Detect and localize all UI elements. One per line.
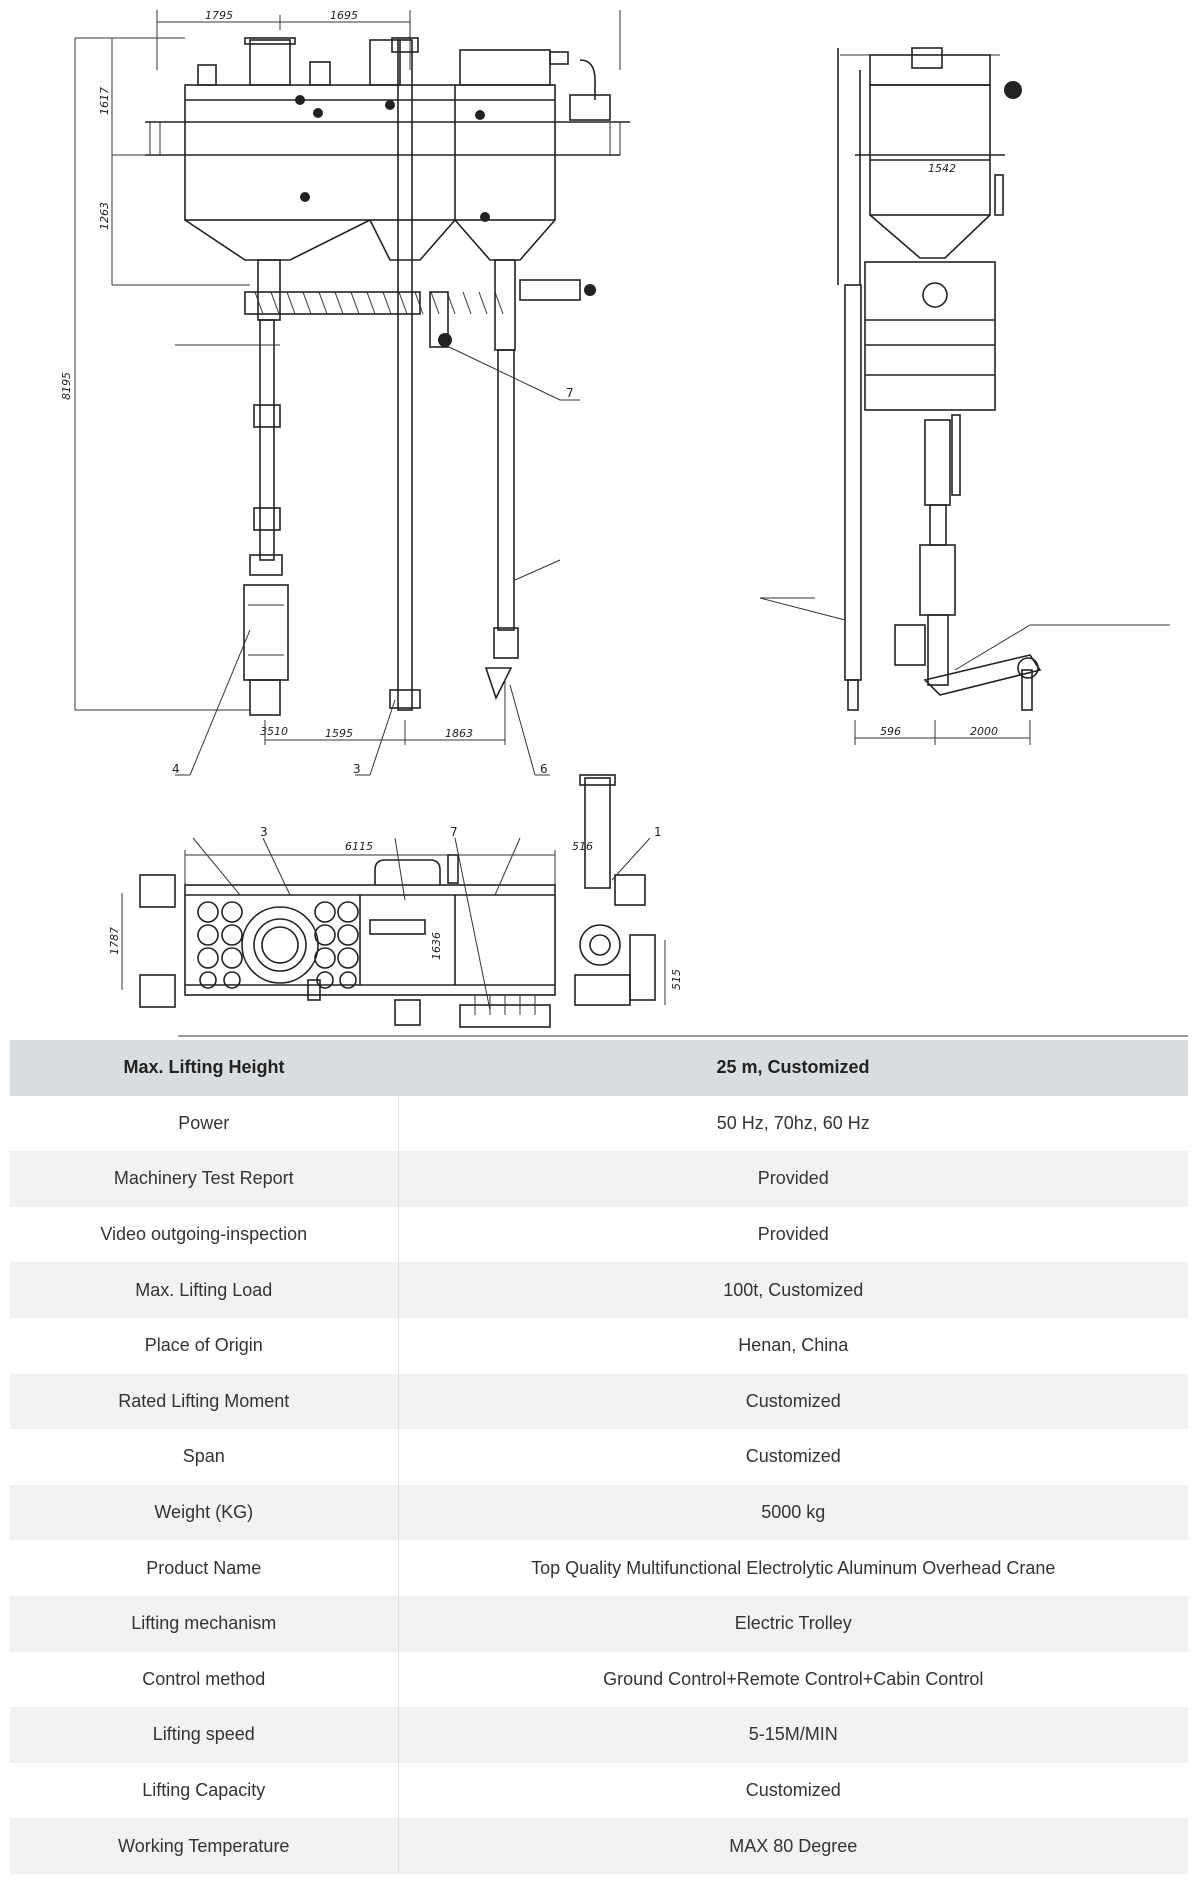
- row-label: Product Name: [10, 1540, 399, 1596]
- table-row: Span Customized: [10, 1429, 1188, 1485]
- row-label: Control method: [10, 1651, 399, 1708]
- drawing-svg: 1795 1695 8195 1263 1617: [60, 9, 1188, 1037]
- row-value: 5-15M/MIN: [398, 1707, 1188, 1763]
- row-label: Working Temperature: [10, 1818, 399, 1874]
- callout-number: 3: [260, 825, 268, 839]
- dim-label: 1795: [205, 9, 233, 22]
- row-value: Ground Control+Remote Control+Cabin Cont…: [603, 1668, 984, 1689]
- callout-number: 4: [172, 762, 180, 776]
- row-label: Span: [10, 1429, 399, 1485]
- row-label: Power: [10, 1095, 399, 1152]
- side-elevation: 596 2000 1542: [759, 47, 1170, 745]
- dim-label: 6115: [345, 840, 373, 853]
- table-row: Lifting Capacity Customized: [10, 1762, 1188, 1819]
- table-row: Weight (KG) 5000 kg: [10, 1484, 1188, 1541]
- callout-number: 3: [353, 762, 361, 776]
- table-row: Product Name Top Quality Multifunctional…: [10, 1540, 1188, 1596]
- dim-label: 3510: [260, 725, 288, 738]
- specification-table: Max. Lifting Height 25 m, Customized Pow…: [10, 1040, 1188, 1874]
- row-value: Henan, China: [738, 1335, 849, 1356]
- row-label: Machinery Test Report: [10, 1151, 399, 1207]
- row-value: Customized: [745, 1780, 841, 1801]
- table-row: Power 50 Hz, 70hz, 60 Hz: [10, 1095, 1188, 1152]
- table-row: Control method Ground Control+Remote Con…: [10, 1651, 1188, 1708]
- front-elevation: 1795 1695 8195 1263 1617: [60, 9, 630, 776]
- callout-number: 7: [450, 825, 458, 839]
- row-label: Rated Lifting Moment: [10, 1373, 399, 1430]
- dim-label: 515: [670, 969, 683, 990]
- callout-number: 6: [540, 762, 548, 776]
- callout-number: 1: [654, 825, 662, 839]
- table-header-value: 25 m, Customized: [398, 1040, 1188, 1096]
- plan-view: 6115 516 1787: [108, 774, 1188, 1037]
- dim-label: 1636: [430, 932, 443, 960]
- row-label: Lifting speed: [10, 1707, 399, 1763]
- row-value: 100t, Customized: [398, 1262, 1188, 1318]
- row-label: Lifting Capacity: [10, 1762, 399, 1819]
- dim-label: 8195: [60, 372, 73, 400]
- dim-label: 1863: [445, 727, 473, 740]
- table-row: Working Temperature MAX 80 Degree: [10, 1818, 1188, 1874]
- table-header-row: Max. Lifting Height 25 m, Customized: [10, 1040, 1188, 1096]
- dim-label: 1263: [98, 202, 111, 230]
- table-row: Lifting mechanism Electric Trolley: [10, 1595, 1188, 1652]
- row-label: Max. Lifting Load: [10, 1262, 399, 1318]
- table-row: Place of Origin Henan, China: [10, 1317, 1188, 1374]
- row-label: Weight (KG): [10, 1484, 399, 1541]
- row-value: MAX 80 Degree: [398, 1818, 1188, 1874]
- technical-drawing: 1795 1695 8195 1263 1617: [60, 9, 1188, 1037]
- table-row: Rated Lifting Moment Customized: [10, 1373, 1188, 1430]
- dim-label: 1595: [325, 727, 353, 740]
- row-value: Electric Trolley: [398, 1595, 1188, 1652]
- row-value: Customized: [745, 1446, 841, 1467]
- row-value: 5000 kg: [398, 1484, 1188, 1541]
- row-value: 50 Hz, 70hz, 60 Hz: [716, 1112, 870, 1133]
- callout-number: 7: [566, 386, 574, 400]
- row-label: Place of Origin: [10, 1317, 399, 1374]
- table-row: Machinery Test Report Provided: [10, 1151, 1188, 1207]
- dim-label: 596: [880, 725, 901, 738]
- row-label: Video outgoing-inspection: [10, 1206, 399, 1263]
- row-value: Top Quality Multifunctional Electrolytic…: [531, 1557, 1056, 1578]
- dim-label: 1542: [928, 162, 956, 175]
- row-value: Customized: [398, 1373, 1188, 1430]
- dim-label: 1787: [108, 927, 121, 955]
- row-value: Provided: [757, 1224, 829, 1245]
- table-row: Lifting speed 5-15M/MIN: [10, 1707, 1188, 1763]
- dim-label: 1695: [330, 9, 358, 22]
- filter-grid-left: [197, 901, 243, 989]
- row-value: Provided: [398, 1151, 1188, 1207]
- dim-label: 2000: [970, 725, 998, 738]
- filter-grid-right: [314, 901, 359, 989]
- row-label: Lifting mechanism: [10, 1595, 399, 1652]
- dim-label: 516: [572, 840, 593, 853]
- dim-label: 1617: [98, 87, 111, 115]
- table-header-label: Max. Lifting Height: [10, 1040, 398, 1096]
- table-row: Max. Lifting Load 100t, Customized: [10, 1262, 1188, 1318]
- table-row: Video outgoing-inspection Provided: [10, 1206, 1188, 1263]
